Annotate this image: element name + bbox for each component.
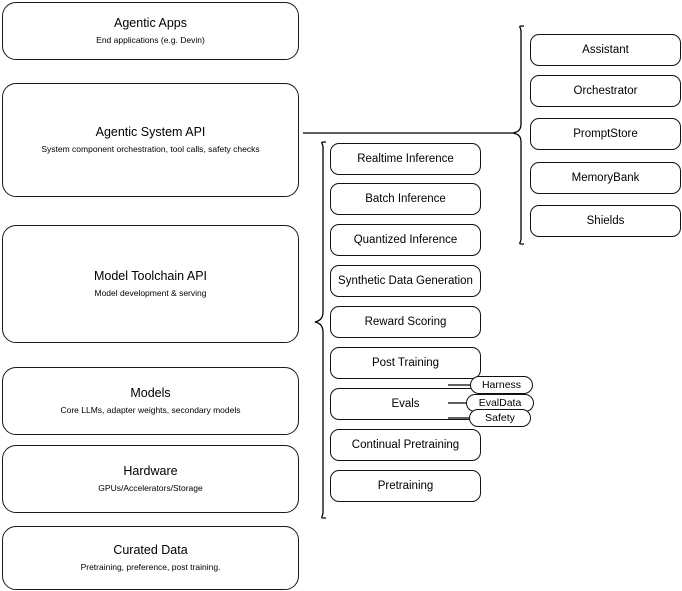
evals-tag-harness[interactable]: Harness (470, 376, 533, 394)
toolchain-item-post-training[interactable]: Post Training (330, 347, 481, 379)
layer-subtitle: Model development & serving (94, 288, 207, 299)
toolchain-item-realtime-inference[interactable]: Realtime Inference (330, 143, 481, 175)
layer-subtitle: End applications (e.g. Devin) (96, 35, 205, 46)
toolchain-item-batch-inference[interactable]: Batch Inference (330, 183, 481, 215)
layer-title: Agentic System API (95, 124, 206, 139)
layer-agentic-apps[interactable]: Agentic Apps End applications (e.g. Devi… (2, 2, 299, 60)
layer-title: Agentic Apps (114, 15, 187, 30)
system-item-promptstore[interactable]: PromptStore (530, 118, 681, 150)
system-item-shields[interactable]: Shields (530, 205, 681, 237)
layer-title: Hardware (123, 463, 178, 478)
toolchain-item-evals[interactable]: Evals (330, 388, 481, 420)
toolchain-item-quantized-inference[interactable]: Quantized Inference (330, 224, 481, 256)
right-brace-system-components (512, 25, 525, 245)
layer-subtitle: Core LLMs, adapter weights, secondary mo… (60, 405, 241, 416)
layer-title: Models (130, 385, 171, 400)
system-item-assistant[interactable]: Assistant (530, 34, 681, 66)
toolchain-item-pretraining[interactable]: Pretraining (330, 470, 481, 502)
layer-model-toolchain-api[interactable]: Model Toolchain API Model development & … (2, 225, 299, 343)
toolchain-item-reward-scoring[interactable]: Reward Scoring (330, 306, 481, 338)
layer-curated-data[interactable]: Curated Data Pretraining, preference, po… (2, 526, 299, 590)
layer-subtitle: GPUs/Accelerators/Storage (98, 483, 203, 494)
layer-hardware[interactable]: Hardware GPUs/Accelerators/Storage (2, 445, 299, 513)
layer-title: Model Toolchain API (93, 268, 208, 283)
layer-agentic-system-api[interactable]: Agentic System API System component orch… (2, 83, 299, 197)
layer-subtitle: System component orchestration, tool cal… (41, 144, 260, 155)
system-item-memorybank[interactable]: MemoryBank (530, 162, 681, 194)
layer-subtitle: Pretraining, preference, post training. (80, 562, 221, 573)
system-item-orchestrator[interactable]: Orchestrator (530, 75, 681, 107)
layer-models[interactable]: Models Core LLMs, adapter weights, secon… (2, 367, 299, 435)
left-brace-toolchain (314, 141, 327, 519)
evals-tag-safety[interactable]: Safety (469, 409, 531, 427)
toolchain-item-synthetic-data-generation[interactable]: Synthetic Data Generation (330, 265, 481, 297)
toolchain-item-continual-pretraining[interactable]: Continual Pretraining (330, 429, 481, 461)
layer-title: Curated Data (113, 542, 188, 557)
